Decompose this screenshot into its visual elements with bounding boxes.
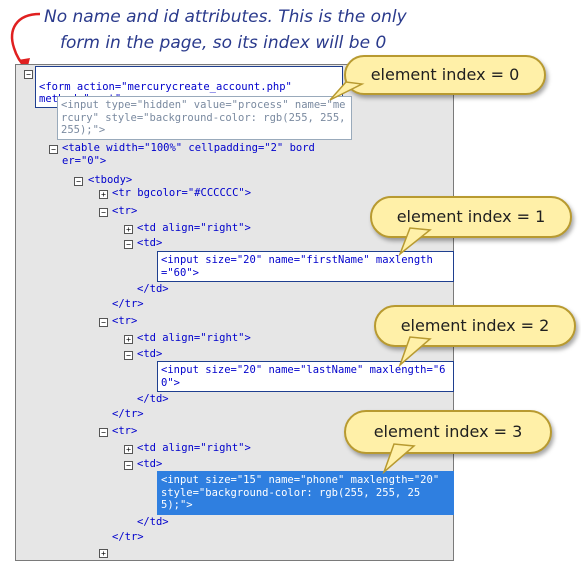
- callout-element-index-1: element index = 1: [370, 196, 572, 238]
- collapse-toggle-icon[interactable]: −: [49, 145, 58, 154]
- expand-toggle-icon[interactable]: +: [124, 225, 133, 234]
- annotation-line-1: No name and id attributes. This is the o…: [44, 7, 407, 27]
- table-node[interactable]: <table width="100%" cellpadding="2" bord: [62, 142, 315, 154]
- input-lastname-node[interactable]: <input size="20" name="lastName" maxleng…: [157, 361, 454, 392]
- expand-toggle-icon[interactable]: +: [99, 549, 108, 558]
- tr-node[interactable]: <tr>: [112, 425, 138, 437]
- collapse-toggle-icon[interactable]: −: [124, 461, 133, 470]
- collapse-toggle-icon[interactable]: −: [99, 208, 108, 217]
- td-node[interactable]: <td>: [137, 458, 163, 470]
- expand-toggle-icon[interactable]: +: [124, 445, 133, 454]
- collapse-toggle-icon[interactable]: −: [74, 177, 83, 186]
- tr-node[interactable]: <tr bgcolor="#CCCCCC">: [112, 187, 252, 199]
- tr-close: </tr>: [112, 531, 144, 543]
- tbody-node[interactable]: <tbody>: [88, 174, 133, 186]
- tr-close: </tr>: [112, 298, 144, 310]
- td-node[interactable]: <td align="right">: [137, 332, 251, 344]
- callout-element-index-0: element index = 0: [344, 55, 546, 95]
- td-node[interactable]: <td>: [137, 348, 163, 360]
- td-node[interactable]: <td align="right">: [137, 222, 251, 234]
- collapse-toggle-icon[interactable]: −: [24, 70, 33, 79]
- td-close: </td>: [137, 516, 169, 528]
- expand-toggle-icon[interactable]: +: [99, 190, 108, 199]
- td-close: </td>: [137, 283, 169, 295]
- expand-toggle-icon[interactable]: +: [124, 335, 133, 344]
- callout-element-index-2: element index = 2: [374, 305, 576, 347]
- annotation-line-2: form in the page, so its index will be 0: [60, 33, 387, 53]
- collapse-toggle-icon[interactable]: −: [124, 351, 133, 360]
- callout-tail-icon: [329, 81, 365, 101]
- table-node-cont: er="0">: [62, 155, 107, 167]
- hidden-input-node[interactable]: <input type="hidden" value="process" nam…: [57, 96, 352, 140]
- tr-node[interactable]: <tr>: [112, 205, 138, 217]
- td-node[interactable]: <td>: [137, 237, 163, 249]
- input-firstname-node[interactable]: <input size="20" name="firstName" maxlen…: [157, 251, 454, 282]
- input-phone-node[interactable]: <input size="15" name="phone" maxlength=…: [157, 471, 454, 515]
- callout-tail-icon: [398, 336, 432, 367]
- tr-close: </tr>: [112, 408, 144, 420]
- callout-element-index-3: element index = 3: [344, 410, 552, 454]
- callout-tail-icon: [398, 227, 432, 256]
- td-node[interactable]: <td align="right">: [137, 442, 251, 454]
- collapse-toggle-icon[interactable]: −: [99, 428, 108, 437]
- tr-node[interactable]: <tr>: [112, 315, 138, 327]
- td-close: </td>: [137, 393, 169, 405]
- collapse-toggle-icon[interactable]: −: [99, 318, 108, 327]
- callout-tail-icon: [382, 443, 416, 474]
- collapse-toggle-icon[interactable]: −: [124, 240, 133, 249]
